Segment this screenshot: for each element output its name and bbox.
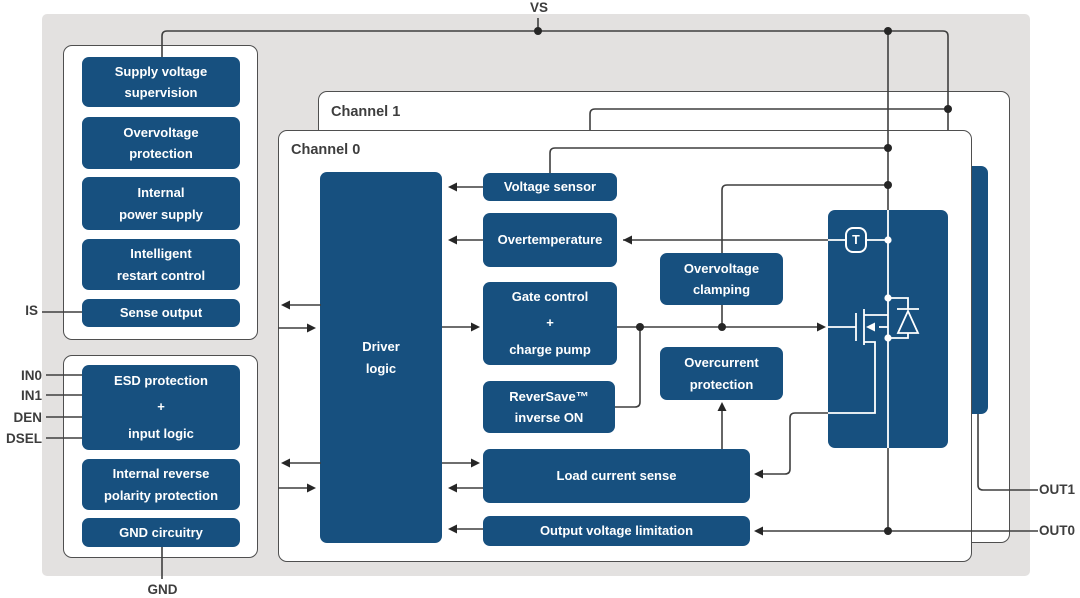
block-overtemperature: Overtemperature xyxy=(483,213,617,267)
pin-label-vs: VS xyxy=(529,0,548,15)
pin-label-is: IS xyxy=(25,303,38,318)
block-driver-logic: Driver logic xyxy=(320,172,442,543)
pin-label-in1: IN1 xyxy=(20,388,42,403)
block-intelligent-restart-control: Intelligent restart control xyxy=(82,239,240,290)
block-internal-power-supply: Internal power supply xyxy=(82,177,240,230)
block-load-current-sense: Load current sense xyxy=(483,449,750,503)
temperature-sensor-icon: T xyxy=(845,227,867,253)
channel0-label: Channel 0 xyxy=(291,142,361,158)
channel1-label: Channel 1 xyxy=(331,104,401,120)
block-supply-voltage-supervision: Supply voltage supervision xyxy=(82,57,240,107)
block-overvoltage-clamping: Overvoltage clamping xyxy=(660,253,783,305)
block-overcurrent-protection: Overcurrent protection xyxy=(660,347,783,400)
pin-label-gnd: GND xyxy=(147,582,178,597)
block-esd-input-logic: ESD protection + input logic xyxy=(82,365,240,450)
block-reversave-inverse-on: ReverSave™ inverse ON xyxy=(483,381,615,433)
pin-label-dsel: DSEL xyxy=(5,431,42,446)
block-internal-reverse-polarity-protection: Internal reverse polarity protection xyxy=(82,459,240,510)
block-sense-output: Sense output xyxy=(82,299,240,327)
pin-label-in0: IN0 xyxy=(20,368,42,383)
block-gate-control-charge-pump: Gate control + charge pump xyxy=(483,282,617,365)
block-overvoltage-protection: Overvoltage protection xyxy=(82,117,240,169)
pin-label-out1: OUT1 xyxy=(1039,482,1076,497)
block-voltage-sensor: Voltage sensor xyxy=(483,173,617,201)
pin-label-den: DEN xyxy=(13,410,42,425)
block-gnd-circuitry: GND circuitry xyxy=(82,518,240,547)
pin-label-out0: OUT0 xyxy=(1039,523,1076,538)
block-output-voltage-limitation: Output voltage limitation xyxy=(483,516,750,546)
